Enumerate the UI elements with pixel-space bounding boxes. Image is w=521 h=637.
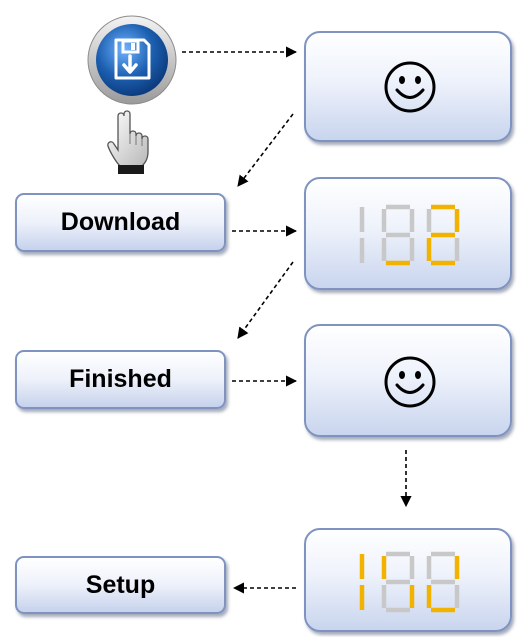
seven-segment-display-icon (359, 551, 460, 613)
status-panel-smiley-top (304, 31, 512, 142)
hand-cursor-icon (102, 108, 158, 174)
arrow-panel-to-download (237, 113, 294, 187)
download-button[interactable]: Download (15, 193, 226, 252)
setup-button[interactable]: Setup (15, 556, 226, 614)
arrow-display-to-finished (237, 261, 294, 339)
finished-button[interactable]: Finished (15, 350, 226, 409)
smiley-face-icon (384, 356, 436, 408)
smiley-face-icon (384, 61, 436, 113)
seven-segment-display-icon (359, 204, 460, 266)
floppy-disk-download-icon[interactable] (86, 14, 178, 106)
display-panel-setup (304, 528, 512, 632)
display-panel-downloading (304, 177, 512, 290)
status-panel-smiley-finished (304, 324, 512, 437)
